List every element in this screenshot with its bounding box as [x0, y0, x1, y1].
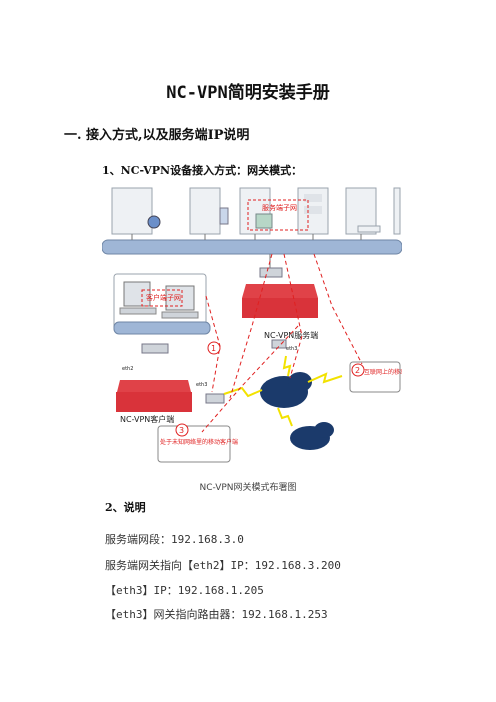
- network-bus: [102, 239, 402, 255]
- mobile-label-3: 处于未知网络里的移动客户端: [160, 438, 238, 446]
- document-title: NC-VPN简明安装手册: [166, 83, 330, 103]
- server-subnet-label: 服务端子网: [262, 203, 297, 212]
- client-eth3-label: eth3: [196, 382, 207, 388]
- network-diagram: 服务端子网 eth2 NC-VPN服务端 eth3 客户端子网 eth2 NC-…: [102, 187, 402, 463]
- server-vpn-device: [242, 298, 318, 318]
- client-vpn-device: [116, 392, 192, 412]
- server-eth3-label: eth3: [286, 346, 297, 352]
- mobile-laptop-3: [157, 425, 231, 463]
- client-eth2-label: eth2: [122, 366, 133, 372]
- badge-1: 1: [211, 344, 216, 353]
- client-bus: [113, 321, 211, 335]
- text-line-3: 【eth3】IP：192.168.1.205: [105, 584, 264, 597]
- server-row: [111, 187, 401, 235]
- section-heading: 一. 接入方式,以及服务端IP说明: [64, 128, 250, 143]
- badge-3: 3: [179, 426, 184, 435]
- badge-2: 2: [355, 366, 360, 375]
- diagram-caption: NC-VPN网关模式布署图: [199, 483, 297, 493]
- text-line-4: 【eth3】网关指向路由器：192.168.1.253: [105, 608, 328, 621]
- text-line-1: 服务端网段：192.168.3.0: [105, 533, 244, 546]
- client-device-label: NC-VPN客户端: [120, 414, 174, 424]
- server-subnet-box: [247, 199, 309, 231]
- server-switch: [259, 267, 283, 278]
- subsection-heading-2: 2、说明: [105, 501, 146, 514]
- mobile-label-2: 互联网上的移动客户端: [364, 368, 402, 376]
- text-line-2: 服务端网关指向【eth2】IP：192.168.3.200: [105, 559, 341, 572]
- server-device-label: NC-VPN服务端: [264, 330, 318, 340]
- subsection-heading-1: 1、NC-VPN设备接入方式：网关模式：: [102, 164, 303, 177]
- client-subnet-label: 客户端子网: [146, 293, 181, 302]
